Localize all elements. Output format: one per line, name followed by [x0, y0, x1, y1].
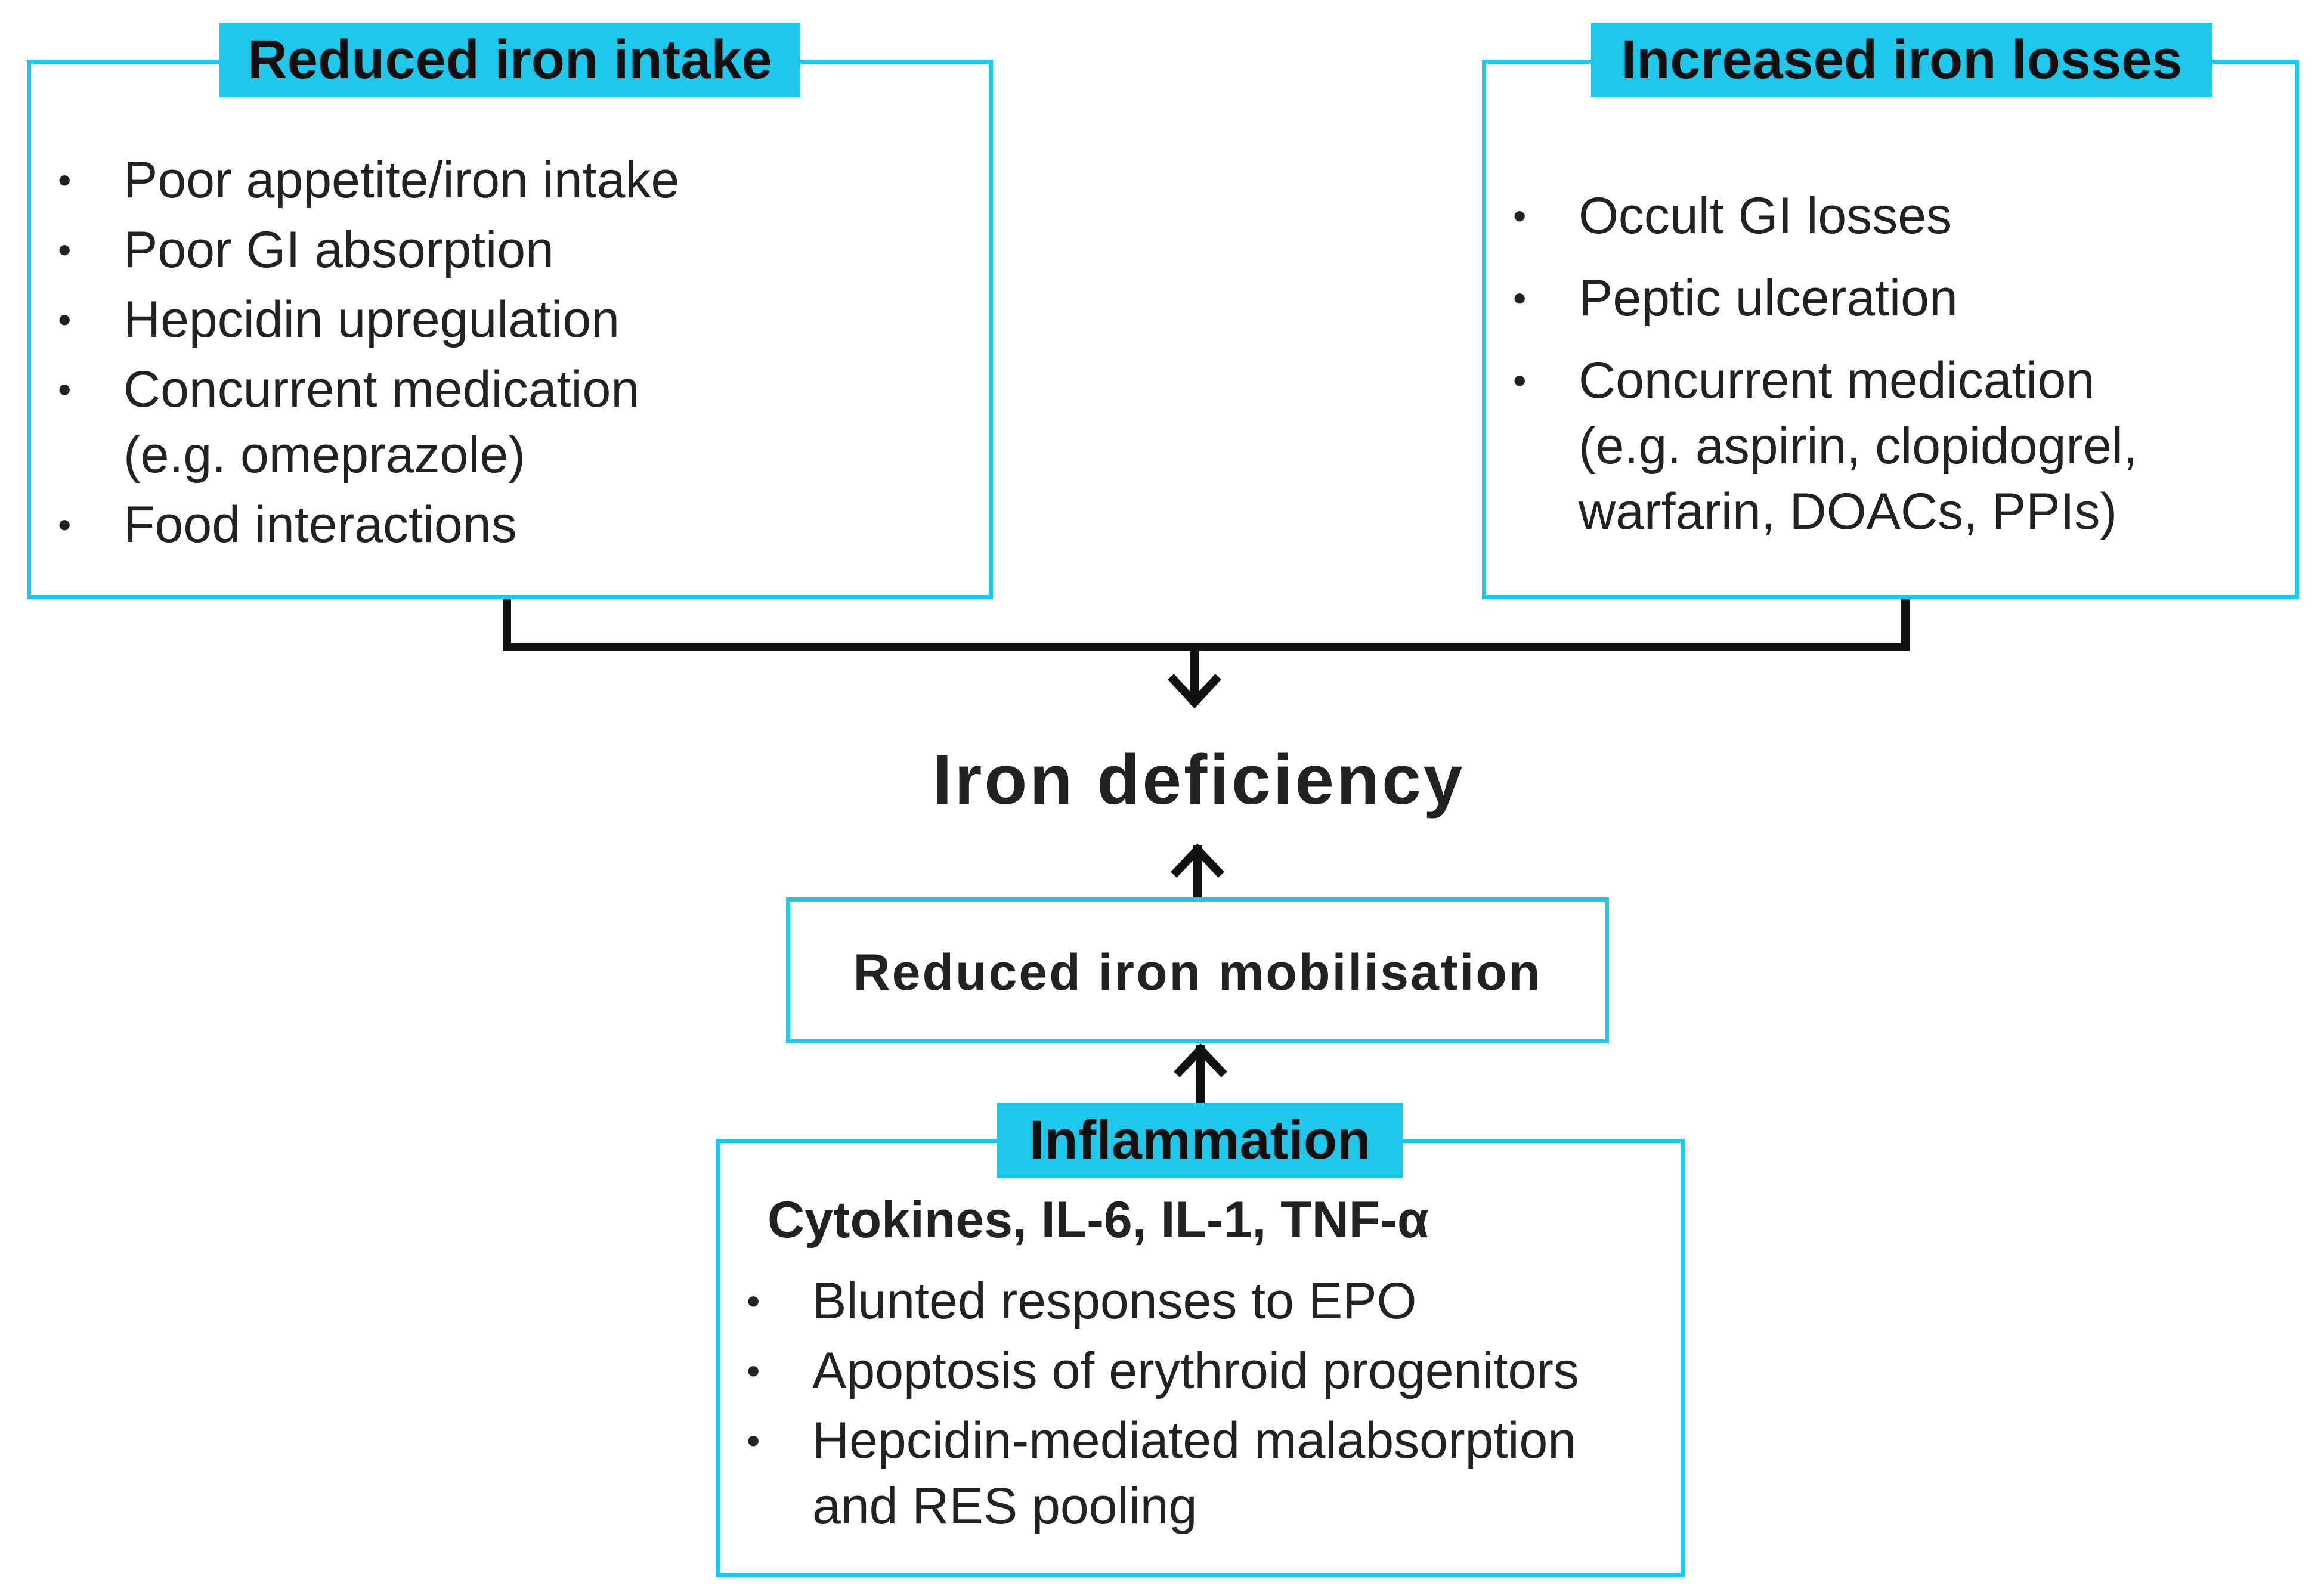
- intake-list: Poor appetite/iron intake Poor GI absorp…: [58, 147, 976, 562]
- item-note: and RES pooling: [812, 1478, 1197, 1535]
- merge-connector: [503, 595, 1910, 651]
- list-item: Poor GI absorption: [58, 217, 976, 283]
- iron-deficiency-title: Iron deficiency: [932, 741, 1465, 819]
- reduced-iron-intake-box: Poor appetite/iron intake Poor GI absorp…: [27, 60, 993, 599]
- cytokines-label: Cytokines, IL-6, IL-1, TNF-α: [768, 1191, 1429, 1249]
- item-note: (e.g. aspirin, clopidogrel,: [1579, 417, 2137, 475]
- reduced-iron-mobilisation-label: Reduced iron mobilisation: [853, 944, 1542, 1001]
- list-item: Apoptosis of erythroid progenitors: [747, 1338, 1677, 1404]
- list-item: Hepcidin-mediated malabsorption and RES …: [747, 1408, 1677, 1539]
- list-item: Occult GI losses: [1513, 183, 2282, 249]
- increased-iron-losses-box: Occult GI losses Peptic ulceration Concu…: [1482, 60, 2299, 599]
- down-arrowhead: [1168, 674, 1221, 709]
- list-item: Poor appetite/iron intake: [58, 147, 976, 213]
- list-item: Peptic ulceration: [1513, 265, 2282, 331]
- item-note: warfarin, DOACs, PPIs): [1579, 483, 2118, 540]
- list-item: Concurrent medication (e.g. omeprazole): [58, 357, 976, 488]
- inflammation-box: Cytokines, IL-6, IL-1, TNF-α Blunted res…: [716, 1139, 1685, 1577]
- list-item: Blunted responses to EPO: [747, 1268, 1677, 1334]
- up-arrowhead-inflammation: [1174, 1043, 1227, 1077]
- inflammation-list: Blunted responses to EPO Apoptosis of er…: [747, 1268, 1677, 1543]
- list-item: Concurrent medication (e.g. aspirin, clo…: [1513, 348, 2282, 544]
- reduced-iron-intake-title: Reduced iron intake: [219, 23, 800, 97]
- inflammation-title: Inflammation: [997, 1103, 1403, 1178]
- list-item: Food interactions: [58, 492, 976, 558]
- increased-iron-losses-title: Increased iron losses: [1591, 23, 2212, 97]
- list-item: Hepcidin upregulation: [58, 287, 976, 352]
- losses-list: Occult GI losses Peptic ulceration Concu…: [1513, 183, 2282, 549]
- reduced-iron-mobilisation-box: Reduced iron mobilisation: [786, 897, 1609, 1043]
- item-note: (e.g. omeprazole): [123, 426, 525, 484]
- up-arrowhead-mobilisation: [1171, 843, 1224, 878]
